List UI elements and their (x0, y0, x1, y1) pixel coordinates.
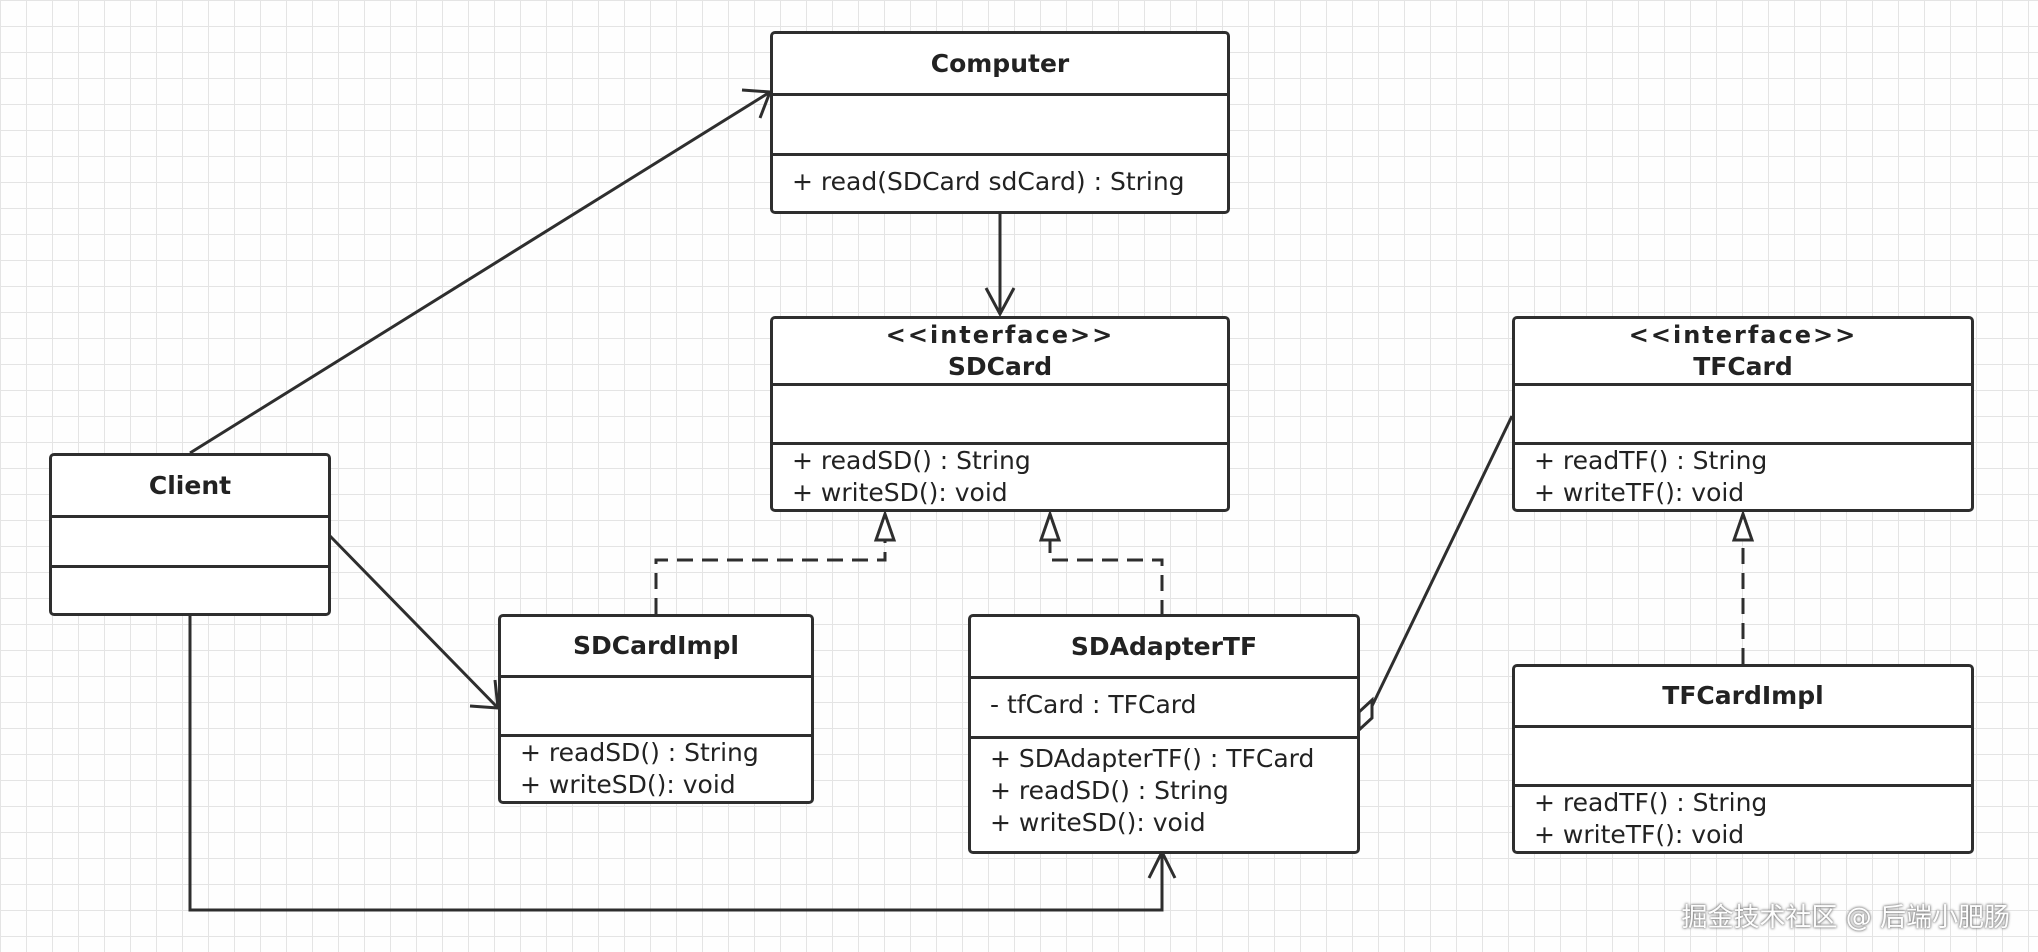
class-tfcardimpl[interactable]: TFCardImpl + readTF() : String + writeTF… (1512, 664, 1974, 854)
class-sdcardimpl-header: SDCardImpl (501, 617, 811, 678)
operation: + readSD() : String (990, 776, 1229, 805)
class-computer-attributes (773, 96, 1227, 156)
class-tfcard-attributes (1515, 386, 1971, 445)
class-name: Computer (930, 49, 1070, 78)
class-tfcard-operations: + readTF() : String + writeTF(): void (1515, 445, 1971, 509)
operation: + SDAdapterTF() : TFCard (990, 744, 1315, 773)
class-sdadaptertf-operations: + SDAdapterTF() : TFCard + readSD() : St… (971, 739, 1357, 851)
class-name: SDCardImpl (572, 631, 739, 661)
class-sdcardimpl-operations: + readSD() : String + writeSD(): void (501, 737, 811, 801)
watermark: 掘金技术社区 @ 后端小肥肠 (1681, 903, 2010, 933)
class-name: SDAdapterTF (1070, 632, 1258, 661)
operation: + readSD() : String (520, 738, 759, 767)
assoc-client-computer (189, 90, 771, 455)
class-sdcard-attributes (773, 386, 1227, 445)
class-tfcardimpl-attributes (1515, 728, 1971, 787)
class-name: TFCard (1693, 351, 1793, 381)
class-name: SDCard (947, 351, 1053, 381)
class-name: Client (148, 471, 232, 500)
operation: + writeSD(): void (990, 808, 1206, 837)
operation: + writeSD(): void (520, 770, 736, 799)
arrowhead-computer-sdcard (984, 287, 1016, 318)
class-tfcard[interactable]: <<interface>> TFCard + readTF() : String… (1512, 316, 1974, 512)
realize-sdadaptertf-sdcard (1048, 540, 1164, 616)
class-tfcard-header: <<interface>> TFCard (1515, 319, 1971, 386)
operation: + writeSD(): void (792, 478, 1008, 507)
realize-sdcardimpl-sdcard (654, 540, 887, 614)
realize-triangle-tfcardimpl (1731, 509, 1755, 542)
class-sdadaptertf-attributes: - tfCard : TFCard (971, 679, 1357, 739)
class-sdcard-header: <<interface>> SDCard (773, 319, 1227, 386)
class-sdcard[interactable]: <<interface>> SDCard + readSD() : String… (770, 316, 1230, 512)
realize-triangle-sdcardimpl (873, 509, 897, 542)
class-name: TFCardImpl (1662, 681, 1824, 711)
assoc-client-sdadaptertf (188, 616, 1164, 912)
stereotype-label: <<interface>> (885, 320, 1115, 349)
class-sdcardimpl[interactable]: SDCardImpl + readSD() : String + writeSD… (498, 614, 814, 804)
class-sdadaptertf-header: SDAdapterTF (971, 617, 1357, 679)
realize-triangle-sdadaptertf (1038, 509, 1062, 542)
stereotype-label: <<interface>> (1628, 320, 1858, 349)
class-client-operations (52, 568, 328, 613)
aggregation-diamond (1357, 696, 1374, 734)
class-computer[interactable]: Computer + read(SDCard sdCard) : String (770, 31, 1230, 214)
class-tfcardimpl-header: TFCardImpl (1515, 667, 1971, 728)
class-tfcardimpl-operations: + readTF() : String + writeTF(): void (1515, 787, 1971, 851)
assoc-client-sdcardimpl (328, 534, 500, 710)
class-client-attributes (52, 518, 328, 568)
operation: + read(SDCard sdCard) : String (792, 167, 1185, 196)
operation: + readTF() : String (1534, 446, 1768, 475)
class-computer-operations: + read(SDCard sdCard) : String (773, 156, 1227, 211)
operation: + readSD() : String (792, 446, 1031, 475)
attribute: - tfCard : TFCard (990, 690, 1197, 719)
class-client-header: Client (52, 456, 328, 518)
operation: + readTF() : String (1534, 788, 1768, 817)
operation: + writeTF(): void (1534, 478, 1745, 507)
operation: + writeTF(): void (1534, 820, 1745, 849)
class-client[interactable]: Client (49, 453, 331, 616)
class-computer-header: Computer (773, 34, 1227, 96)
aggregation-sdadaptertf-tfcard (1370, 415, 1514, 707)
class-sdadaptertf[interactable]: SDAdapterTF - tfCard : TFCard + SDAdapte… (968, 614, 1360, 854)
class-sdcardimpl-attributes (501, 678, 811, 737)
class-sdcard-operations: + readSD() : String + writeSD(): void (773, 445, 1227, 509)
